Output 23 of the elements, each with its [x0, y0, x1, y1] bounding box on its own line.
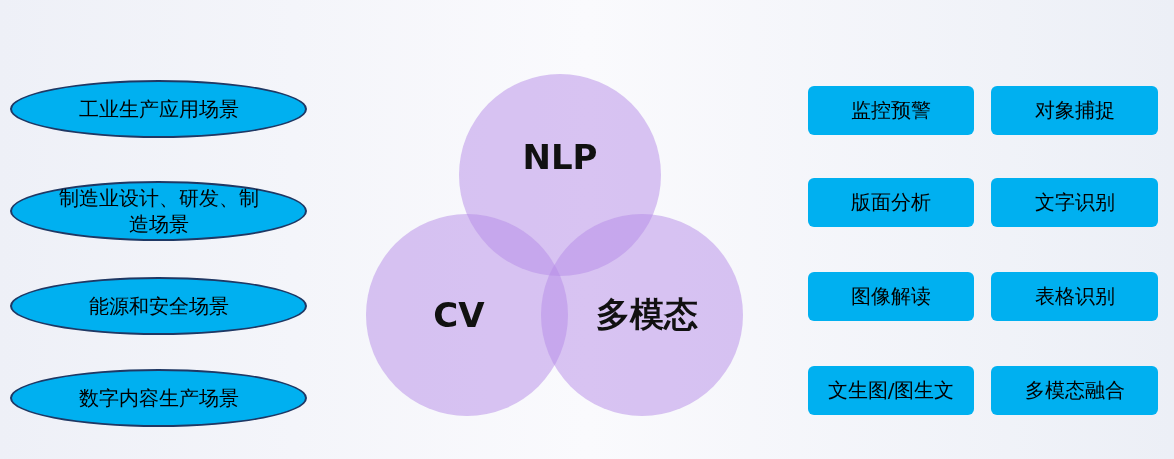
node-label: 数字内容生产场景 [78, 385, 239, 411]
circle-label: CV [433, 295, 485, 335]
node-label: 图像解读 [851, 283, 931, 310]
node-label: 表格识别 [1034, 283, 1115, 310]
capability-box [808, 366, 974, 415]
node-label: 多模态融合 [1024, 377, 1125, 404]
circle-label: NLP [522, 137, 598, 177]
node-label: 文字识别 [1034, 189, 1115, 216]
node-label: 工业生产应用场景 [78, 96, 239, 122]
capability-box [991, 366, 1158, 415]
node-label: 版面分析 [851, 189, 931, 216]
circle-label: 多模态 [596, 293, 698, 336]
capability-box [991, 272, 1158, 321]
node-label: 能源和安全场景 [88, 293, 229, 319]
capability-box [808, 178, 974, 227]
capability-box [991, 178, 1158, 227]
capability-box [808, 86, 974, 135]
capability-box [991, 86, 1158, 135]
node-label: 监控预警 [851, 97, 931, 124]
node-label: 文生图/图生文 [827, 377, 955, 404]
node-label: 对象捕捉 [1034, 97, 1115, 124]
capability-box [808, 272, 974, 321]
node-label: 制造业设计、研发、制造场景 [57, 185, 260, 237]
